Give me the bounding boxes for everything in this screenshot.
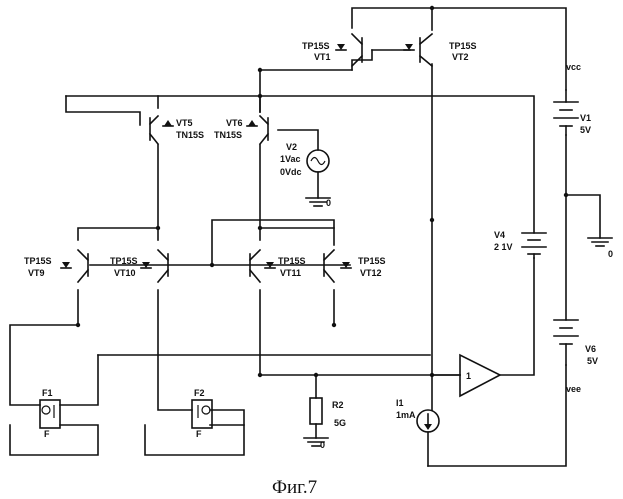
vt2-ref: VT2: [452, 52, 469, 62]
vt10-model: TP15S: [110, 256, 138, 266]
amp-gain: 1: [466, 371, 471, 381]
f1-ref: F1: [42, 388, 53, 398]
resistor-r2: [310, 398, 322, 424]
block-f2: [192, 400, 212, 428]
i1-ref: I1: [396, 398, 404, 408]
vt11-model: TP15S: [278, 256, 306, 266]
vee-label: vee: [566, 384, 581, 394]
transistor-vt1: [336, 34, 362, 66]
transistor-vt9: [61, 250, 88, 282]
transistor-vt10: [141, 250, 168, 282]
v2-ref: V2: [286, 142, 297, 152]
v6-ref: V6: [585, 344, 596, 354]
vt6-model: TN15S: [214, 130, 242, 140]
f2-ref: F2: [194, 388, 205, 398]
battery-v4: [522, 233, 546, 258]
vt11-ref: VT11: [280, 268, 301, 278]
ac-source-v2: [307, 150, 329, 172]
v2-dc: 0Vdc: [280, 167, 302, 177]
transistor-vt12: [324, 250, 351, 282]
vcc-label: vcc: [566, 62, 581, 72]
f2-pin: F: [196, 429, 202, 439]
transistor-vt6: [247, 116, 268, 144]
ground-label: 0: [326, 198, 331, 208]
v2-ac: 1Vac: [280, 154, 301, 164]
vt12-model: TP15S: [358, 256, 386, 266]
vt1-model: TP15S: [302, 41, 330, 51]
ground-label: 0: [608, 249, 613, 259]
v6-value: 5V: [587, 356, 598, 366]
transistor-vt5: [150, 116, 173, 144]
transistor-vt2: [404, 34, 432, 66]
r2-value: 5G: [334, 418, 346, 428]
v4-ref: V4: [494, 230, 505, 240]
vt9-ref: VT9: [28, 268, 45, 278]
vt6-ref: VT6: [226, 118, 243, 128]
v1-value: 5V: [580, 125, 591, 135]
ground-label: 0: [320, 440, 325, 450]
transistor-vt11: [250, 250, 275, 282]
battery-v6: [554, 320, 578, 365]
vt5-model: TN15S: [176, 130, 204, 140]
r2-ref: R2: [332, 400, 344, 410]
vt10-ref: VT10: [114, 268, 136, 278]
vt12-ref: VT12: [360, 268, 382, 278]
vt5-ref: VT5: [176, 118, 193, 128]
v1-ref: V1: [580, 113, 591, 123]
vt1-ref: VT1: [314, 52, 331, 62]
v4-value: 2 1V: [494, 242, 513, 252]
labels: TP15S VT1 TP15S VT2 VT5 TN15S VT6 TN15S …: [24, 41, 613, 450]
ground-symbol: [588, 238, 612, 246]
f1-pin: F: [44, 429, 50, 439]
vt9-model: TP15S: [24, 256, 52, 266]
battery-v1: [554, 90, 578, 135]
block-f1: [40, 400, 60, 428]
current-source-i1: [417, 410, 439, 432]
i1-value: 1mA: [396, 410, 416, 420]
figure-caption: Фиг.7: [272, 477, 317, 498]
wires: [10, 8, 600, 466]
vt2-model: TP15S: [449, 41, 477, 51]
